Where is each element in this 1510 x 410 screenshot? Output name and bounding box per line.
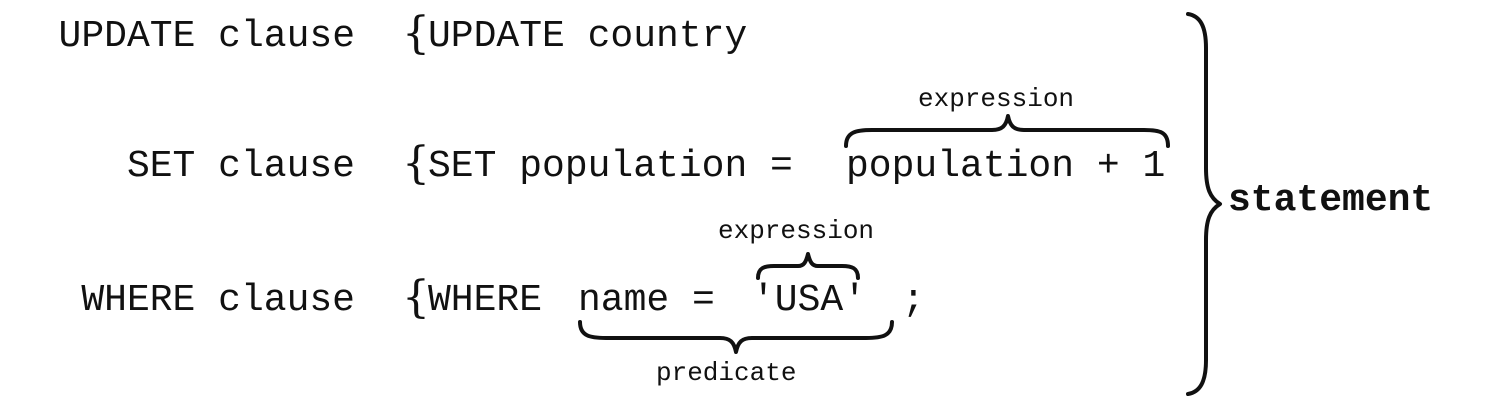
- where-value: 'USA': [752, 279, 867, 322]
- set-expression-overbrace: [844, 114, 1170, 148]
- where-predicate-label: predicate: [656, 358, 797, 388]
- set-row-brace: {: [402, 138, 430, 189]
- where-predicate-underbrace: [578, 320, 894, 354]
- where-row-brace: {: [402, 272, 430, 323]
- update-clause-label: UPDATE clause: [58, 15, 355, 58]
- where-clause-label: WHERE clause: [81, 279, 355, 322]
- update-code: UPDATE country: [428, 15, 748, 58]
- where-predicate-lhs: name =: [578, 279, 715, 322]
- update-row-brace: {: [402, 8, 430, 59]
- where-expression-label: expression: [718, 216, 875, 246]
- set-expression-label: expression: [918, 84, 1075, 114]
- set-clause-label: SET clause: [126, 145, 355, 188]
- statement-label: statement: [1228, 179, 1434, 222]
- where-code-prefix: WHERE: [428, 279, 543, 322]
- set-code-prefix: SET population =: [428, 145, 793, 188]
- set-expression-code: population + 1: [846, 145, 1166, 188]
- where-expression-overbrace: [756, 252, 860, 280]
- statement-right-brace: [1186, 12, 1222, 396]
- where-terminator: ;: [902, 279, 925, 322]
